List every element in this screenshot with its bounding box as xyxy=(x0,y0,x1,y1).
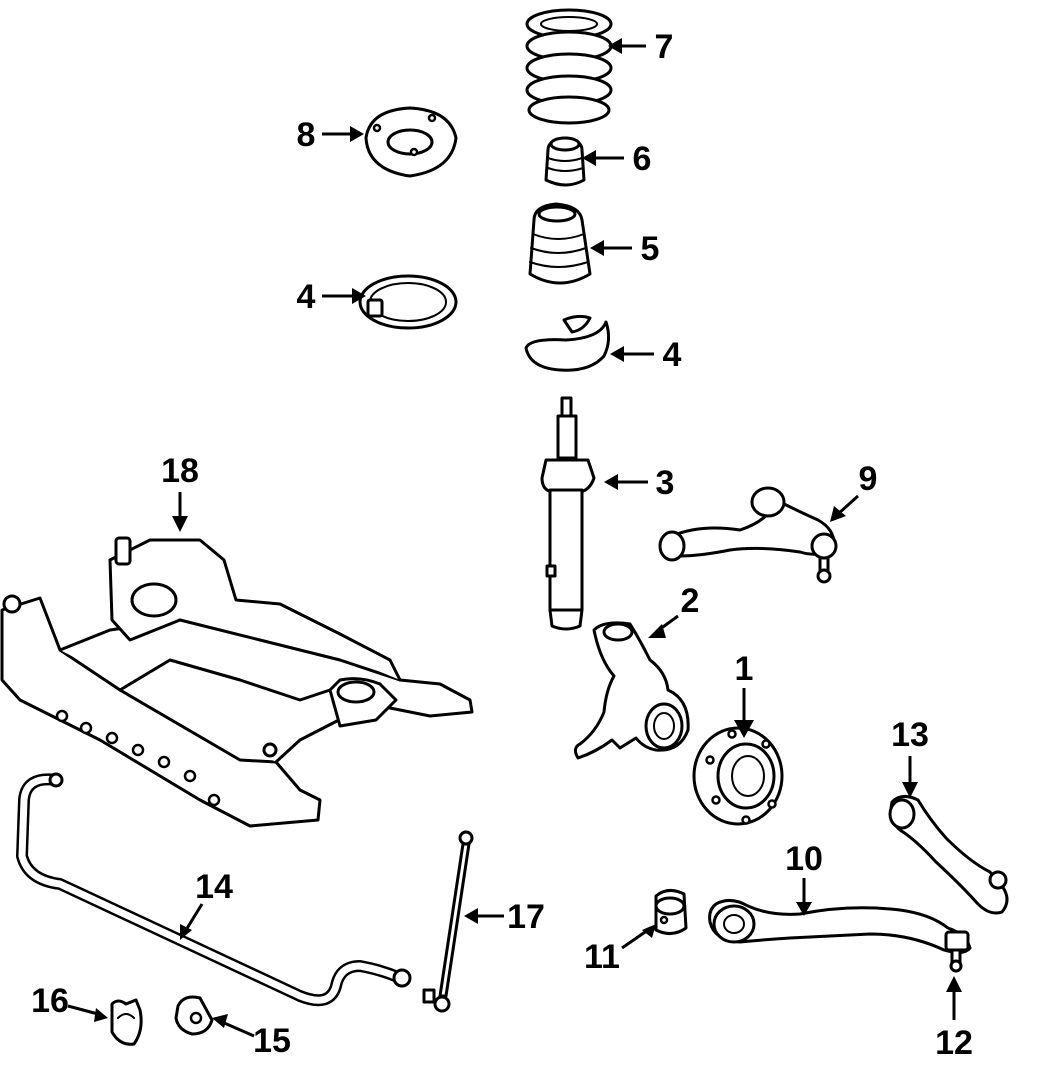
tension-strut-part xyxy=(888,795,1009,915)
callout-label: 13 xyxy=(891,716,929,754)
spring-pad-part xyxy=(524,314,611,372)
callout-label: 1 xyxy=(735,650,754,688)
callout-9: 9 xyxy=(830,460,877,522)
spring-seat-ring-part xyxy=(358,274,458,330)
strut-mount-part xyxy=(364,106,458,178)
stabilizer-link-part xyxy=(422,830,474,1013)
callout-3: 3 xyxy=(604,464,674,502)
stabilizer-bushing-part xyxy=(174,995,214,1036)
callout-label: 8 xyxy=(297,116,316,154)
stabilizer-bracket-part xyxy=(110,998,143,1046)
callout-12: 12 xyxy=(935,976,973,1062)
callout-8: 8 xyxy=(297,116,364,154)
callout-label: 16 xyxy=(31,982,69,1020)
callout-label: 11 xyxy=(584,938,620,976)
coil-spring-part xyxy=(525,8,613,125)
callout-label: 15 xyxy=(253,1022,291,1060)
callout-18: 18 xyxy=(161,452,199,532)
callout-17: 17 xyxy=(464,898,545,936)
callout-label: 14 xyxy=(195,868,233,906)
upper-control-arm-part xyxy=(658,486,838,584)
shock-absorber-part xyxy=(540,396,596,631)
steering-knuckle-part xyxy=(573,621,690,760)
lower-control-arm-part xyxy=(708,899,972,973)
wheel-hub-part xyxy=(692,726,784,826)
dust-boot-part xyxy=(528,202,592,285)
callout-6: 6 xyxy=(582,140,651,178)
callout-1: 1 xyxy=(734,650,754,738)
callout-5: 5 xyxy=(590,230,659,268)
callout-16: 16 xyxy=(31,982,108,1022)
bump-stop-part xyxy=(544,136,586,187)
callout-label: 7 xyxy=(655,28,674,66)
callout-label: 12 xyxy=(935,1024,973,1062)
callout-label: 4 xyxy=(663,336,682,374)
callout-7: 7 xyxy=(608,28,673,66)
callout-13: 13 xyxy=(891,716,929,798)
callout-2: 2 xyxy=(648,582,699,638)
callout-4-right: 4 xyxy=(610,336,682,374)
bushing-part xyxy=(654,889,688,935)
callout-10: 10 xyxy=(785,840,823,916)
callout-label: 4 xyxy=(297,278,316,316)
callout-label: 9 xyxy=(859,460,878,498)
callout-15: 15 xyxy=(212,1014,291,1060)
callout-4-left: 4 xyxy=(297,278,366,316)
callout-label: 6 xyxy=(633,140,652,178)
callout-label: 2 xyxy=(681,582,700,620)
callout-label: 17 xyxy=(507,898,545,936)
callout-label: 10 xyxy=(785,840,823,878)
subframe-part xyxy=(0,536,474,828)
callout-label: 18 xyxy=(161,452,199,490)
callout-label: 3 xyxy=(656,464,675,502)
callout-11: 11 xyxy=(584,924,656,976)
callout-14: 14 xyxy=(180,868,233,940)
callout-label: 5 xyxy=(641,230,660,268)
stabilizer-bar-part xyxy=(16,772,412,1007)
